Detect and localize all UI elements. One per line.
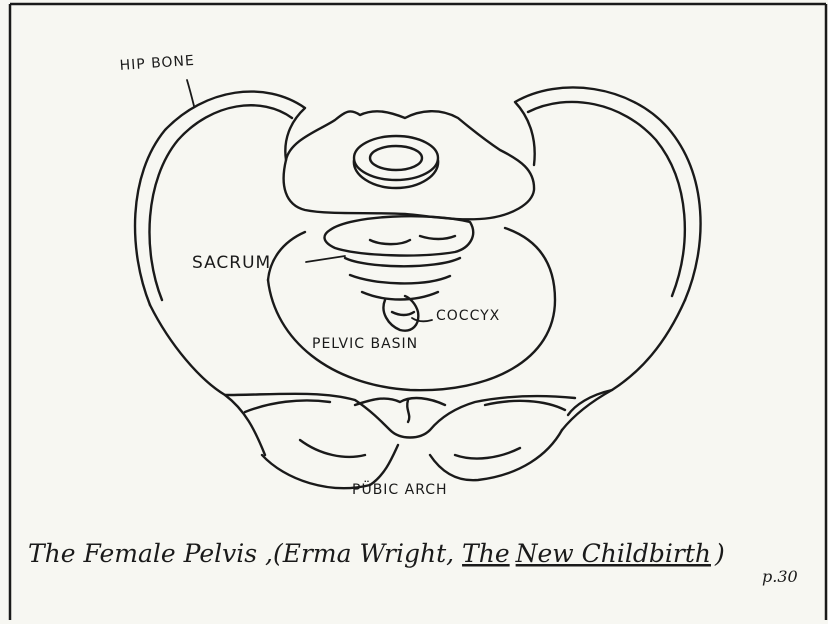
coccyx (383, 296, 418, 331)
caption-book-title: New Childbirth (515, 539, 711, 568)
pelvic-basin-outline (268, 228, 555, 390)
caption-close: ) (714, 539, 725, 568)
sacrum-label: SACRUM (192, 253, 271, 273)
pubic-arch (225, 394, 575, 488)
sacral-plate (284, 111, 534, 219)
pelvic-basin-label: PELVIC BASIN (312, 336, 418, 352)
coccyx-label: COCCYX (436, 308, 500, 324)
hip-bone-label: HIP BONE (119, 53, 195, 74)
caption-lead: The Female Pelvis ,(Erma Wright, (28, 539, 462, 568)
sacrum (325, 216, 474, 299)
leader-lines (187, 80, 432, 321)
pubic-arch-label: PÜBIC ARCH (352, 480, 448, 498)
caption-the: The (462, 539, 510, 568)
caption-page-reference: p.30 (762, 567, 798, 586)
svg-text:The Female Pelvis ,(Erma Wrigh: The Female Pelvis ,(Erma Wright, TheNew … (28, 539, 725, 568)
left-hip-bone (135, 92, 305, 455)
right-hip-bone (515, 87, 701, 430)
